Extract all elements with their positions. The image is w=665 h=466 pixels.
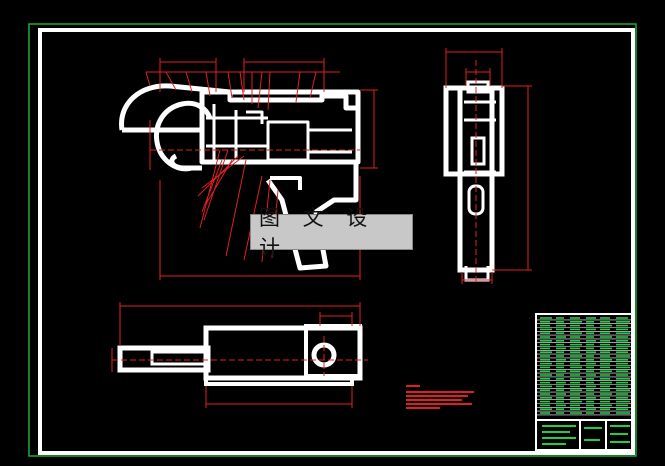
body-top-step — [227, 92, 358, 111]
title-block — [535, 313, 634, 451]
parts-list — [536, 317, 633, 416]
top-view-dimensions — [111, 302, 368, 408]
top-endcap — [304, 324, 362, 378]
title-block-frame — [535, 313, 634, 451]
centerline-top — [112, 336, 368, 376]
clamp-outer — [122, 127, 202, 171]
body-inner-block — [266, 120, 310, 162]
side-slot-1 — [470, 136, 486, 166]
dim-top-1 — [159, 58, 217, 92]
top-body — [203, 325, 363, 381]
dim-side-top — [445, 48, 503, 88]
technical-notes — [406, 385, 474, 409]
side-cap — [466, 80, 490, 94]
body-left-detail — [212, 104, 264, 160]
drawing-frame — [38, 28, 635, 455]
dim-top-2 — [243, 58, 325, 92]
dim-top-cap — [319, 312, 353, 326]
top-rod-inner — [150, 350, 210, 366]
side-inner-lines — [464, 100, 496, 282]
dim-top-body — [205, 386, 353, 408]
side-view — [443, 80, 505, 282]
outer-border — [28, 23, 637, 457]
top-view — [117, 324, 363, 386]
dim-side-cap — [465, 68, 491, 86]
title-block-text — [542, 425, 630, 445]
side-view-dimensions — [445, 48, 532, 284]
dim-top-length — [119, 302, 361, 346]
front-view — [119, 83, 361, 271]
leader-1 — [145, 71, 317, 111]
dim-side-height — [492, 85, 532, 271]
dim-side-bottom — [461, 272, 493, 284]
body-main — [199, 89, 361, 165]
trigger-guard — [270, 176, 302, 190]
top-bottom-ledge — [204, 378, 354, 386]
dim-right-height — [360, 89, 378, 169]
watermark-label: 图 文 设 计 — [250, 206, 413, 260]
